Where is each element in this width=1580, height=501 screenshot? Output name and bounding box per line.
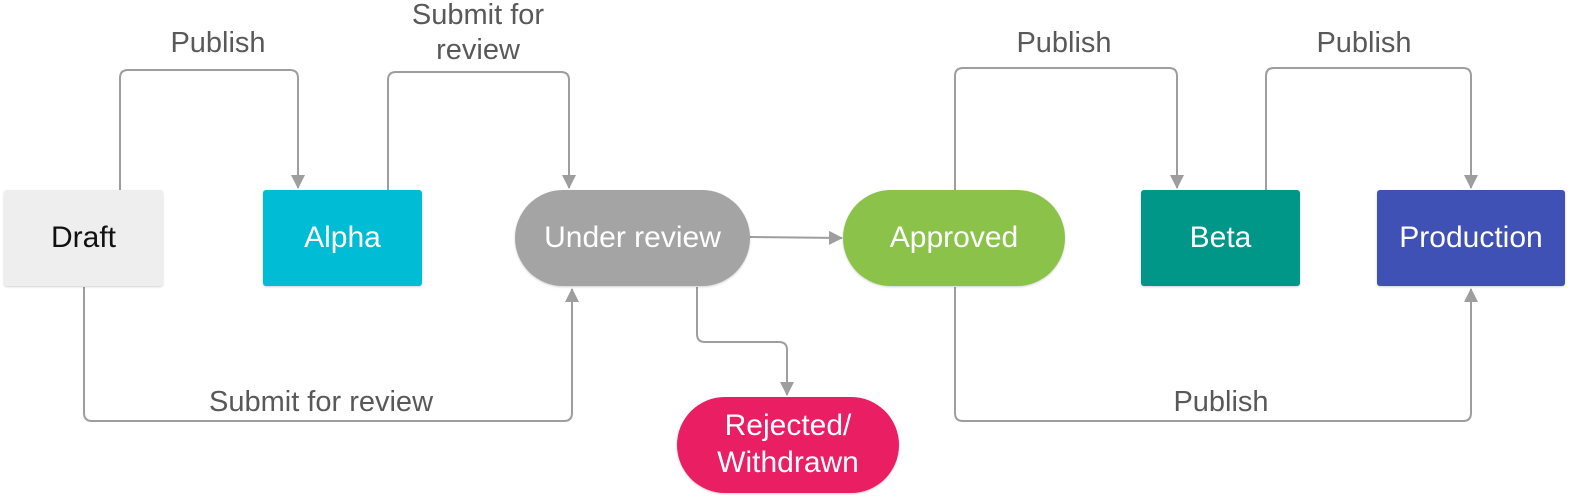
node-rejected-withdrawn: Rejected/ Withdrawn [677, 397, 899, 493]
edge-beta-to-production [1265, 67, 1478, 190]
node-beta: Beta [1141, 190, 1300, 286]
node-alpha: Alpha [263, 190, 422, 286]
edge-review-to-rejected [696, 287, 794, 396]
edge-label-approved-to-production: Publish [1173, 386, 1269, 418]
node-alpha-label: Alpha [304, 220, 381, 254]
node-under-review-label: Under review [544, 220, 721, 254]
edge-draft-to-alpha [119, 69, 305, 190]
edge-approved-to-beta [954, 67, 1184, 190]
node-approved: Approved [843, 190, 1065, 286]
node-production: Production [1377, 190, 1565, 286]
edge-approved-to-production [954, 287, 1478, 422]
node-draft-label: Draft [50, 220, 116, 254]
edge-label-draft-to-alpha: Publish [170, 27, 266, 59]
node-under-review: Under review [515, 190, 750, 286]
edge-label-alpha-to-review: Submit for review [411, 0, 545, 66]
edge-label-approved-to-beta: Publish [1016, 27, 1112, 59]
edge-alpha-to-review [387, 71, 576, 190]
edge-review-to-approved [749, 230, 843, 245]
node-approved-label: Approved [889, 220, 1019, 254]
node-production-label: Production [1399, 220, 1543, 254]
edge-draft-to-review [83, 287, 579, 422]
node-beta-label: Beta [1189, 220, 1252, 254]
node-rejected-withdrawn-label: Rejected/ Withdrawn [717, 409, 859, 479]
edge-label-beta-to-production: Publish [1316, 27, 1412, 59]
edge-label-draft-to-review: Submit for review [208, 386, 434, 418]
node-draft: Draft [4, 190, 163, 286]
